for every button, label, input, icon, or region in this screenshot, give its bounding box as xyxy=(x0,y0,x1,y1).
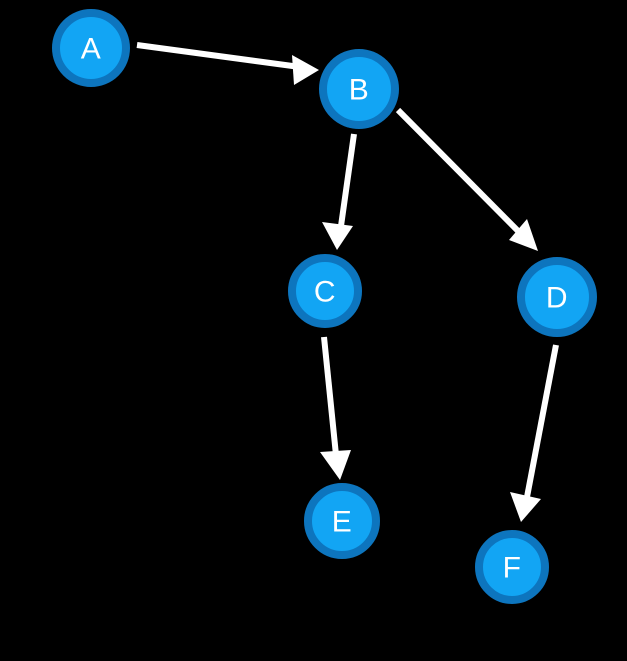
node-d[interactable]: D xyxy=(517,257,597,337)
edge-a-b-arrowhead xyxy=(292,55,319,85)
node-c-circle[interactable] xyxy=(288,254,362,328)
edge-b-c xyxy=(322,133,357,250)
edge-b-c-arrowhead xyxy=(322,222,353,250)
edge-c-e xyxy=(320,336,351,480)
node-e-label: E xyxy=(332,506,353,539)
node-b-circle[interactable] xyxy=(319,49,399,129)
node-f-circle[interactable] xyxy=(475,530,549,604)
node-a-circle[interactable] xyxy=(52,9,130,87)
node-c-label: C xyxy=(314,276,336,309)
node-a-label: A xyxy=(81,33,102,66)
edge-c-e-line xyxy=(321,336,339,456)
node-a[interactable]: A xyxy=(52,9,130,87)
edge-b-d xyxy=(395,107,538,251)
edge-b-d-arrowhead xyxy=(509,219,538,251)
node-e[interactable]: E xyxy=(304,483,380,559)
edge-b-c-line xyxy=(338,133,357,227)
node-e-circle[interactable] xyxy=(304,483,380,559)
edge-a-b xyxy=(136,42,319,85)
edge-d-f xyxy=(510,344,559,522)
node-b[interactable]: B xyxy=(319,49,399,129)
node-f-label: F xyxy=(503,552,522,585)
node-d-label: D xyxy=(546,282,568,315)
edge-b-d-line xyxy=(395,107,524,237)
edge-d-f-line xyxy=(524,344,559,498)
edge-a-b-line xyxy=(136,42,301,70)
node-d-circle[interactable] xyxy=(517,257,597,337)
edge-c-e-arrowhead xyxy=(320,450,351,480)
node-c[interactable]: C xyxy=(288,254,362,328)
node-b-label: B xyxy=(349,74,370,107)
node-f[interactable]: F xyxy=(475,530,549,604)
edge-d-f-arrowhead xyxy=(510,492,541,522)
